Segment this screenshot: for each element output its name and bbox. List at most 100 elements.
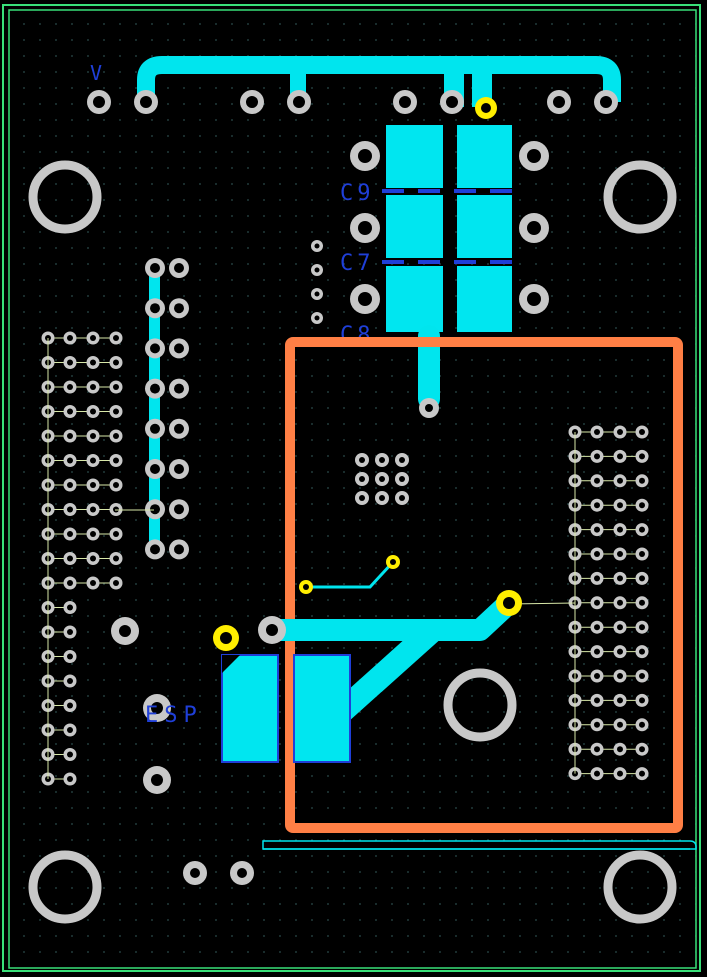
- drill-hole: [174, 343, 184, 354]
- drill-hole: [600, 96, 612, 108]
- drill-hole: [67, 335, 73, 341]
- drill-hole: [113, 408, 119, 415]
- drill-hole: [617, 502, 623, 509]
- drill-hole: [314, 243, 320, 249]
- drill-hole: [67, 727, 73, 733]
- drill-hole: [67, 776, 73, 782]
- power-trace-diagonal: [348, 628, 453, 722]
- drill-hole: [174, 464, 184, 474]
- drill-hole: [314, 291, 320, 297]
- drill-hole: [617, 697, 623, 704]
- drill-hole: [639, 697, 645, 704]
- mounting-hole-icon: [28, 850, 102, 924]
- c9-pour-left: [386, 125, 443, 188]
- drill-hole: [90, 408, 96, 415]
- drill-hole: [639, 453, 645, 460]
- drill-hole: [639, 429, 645, 435]
- drill-hole: [594, 551, 600, 557]
- top-power-bus: [137, 56, 621, 102]
- drill-hole: [150, 423, 160, 434]
- drill-hole: [639, 648, 645, 655]
- drill-hole: [359, 457, 365, 463]
- drill-hole: [594, 697, 600, 704]
- drill-hole: [67, 580, 73, 586]
- drill-hole: [594, 673, 600, 679]
- drill-hole: [90, 531, 96, 537]
- esp-pad-left: [221, 654, 279, 763]
- drill-hole: [113, 335, 119, 341]
- drill-hole: [639, 673, 645, 679]
- drill-hole: [314, 267, 320, 273]
- drill-hole: [67, 384, 73, 390]
- drill-hole: [399, 457, 405, 463]
- drill-hole: [379, 495, 385, 501]
- drill-hole: [594, 648, 600, 655]
- c7-pour-right: [457, 195, 512, 258]
- drill-hole: [594, 599, 600, 606]
- drill-hole: [67, 482, 73, 488]
- drill-hole: [113, 482, 119, 488]
- drill-hole: [67, 408, 73, 415]
- drill-hole: [150, 504, 160, 515]
- mounting-holes: [28, 160, 677, 924]
- drill-hole: [639, 502, 645, 509]
- right-pin-array: [568, 425, 649, 781]
- drill-hole: [617, 526, 623, 533]
- drill-hole: [67, 506, 73, 513]
- drill-hole: [90, 359, 96, 366]
- esp-pad-right: [293, 654, 351, 763]
- drill-hole: [594, 502, 600, 509]
- drill-hole: [113, 531, 119, 537]
- drill-hole: [617, 551, 623, 557]
- c8-pour-right: [457, 266, 512, 332]
- board-edge-jog: [262, 840, 697, 850]
- drill-hole: [174, 383, 184, 394]
- drill-hole: [174, 303, 184, 314]
- drill-hole: [90, 506, 96, 513]
- drill-hole: [67, 629, 73, 635]
- drill-hole: [617, 770, 623, 777]
- drill-hole: [90, 457, 96, 464]
- drill-hole: [113, 384, 119, 390]
- v-label: V: [90, 61, 102, 85]
- drill-hole: [639, 575, 645, 582]
- drill-hole: [594, 526, 600, 533]
- esp-pad-left-notch: [222, 655, 240, 673]
- drill-hole: [399, 96, 411, 108]
- drill-hole: [113, 555, 119, 562]
- drill-hole: [174, 263, 184, 273]
- drill-hole: [150, 303, 160, 314]
- power-bus-drop-mid2: [472, 65, 492, 107]
- drill-hole: [617, 575, 623, 582]
- drill-hole: [67, 751, 73, 758]
- drill-hole: [90, 555, 96, 562]
- drill-hole: [594, 721, 600, 728]
- drill-hole: [617, 721, 623, 728]
- drill-hole: [90, 384, 96, 390]
- drill-hole: [90, 335, 96, 341]
- drill-hole: [617, 648, 623, 655]
- header-2x8: [145, 258, 189, 560]
- mounting-hole-icon: [28, 160, 102, 234]
- cap-side-pads: [350, 141, 549, 314]
- drill-hole: [639, 526, 645, 533]
- board-outline: [2, 4, 701, 972]
- left-loose-pads: [111, 617, 254, 885]
- c7-label: C7: [340, 251, 375, 276]
- drill-hole: [594, 429, 600, 435]
- mounting-hole-icon: [603, 850, 677, 924]
- drill-hole: [67, 653, 73, 660]
- power-trace: [272, 594, 517, 641]
- drill-hole: [639, 770, 645, 777]
- drill-hole: [639, 477, 645, 484]
- drill-hole: [617, 746, 623, 753]
- drill-hole: [150, 263, 160, 273]
- drill-hole: [90, 580, 96, 586]
- grid-dots: [10, 10, 696, 966]
- drill-hole: [639, 551, 645, 557]
- c9-pour-right: [457, 125, 512, 188]
- drill-hole: [67, 457, 73, 464]
- mounting-hole-icon: [603, 160, 677, 234]
- drill-hole: [113, 433, 119, 439]
- c9-label: C9: [340, 181, 375, 206]
